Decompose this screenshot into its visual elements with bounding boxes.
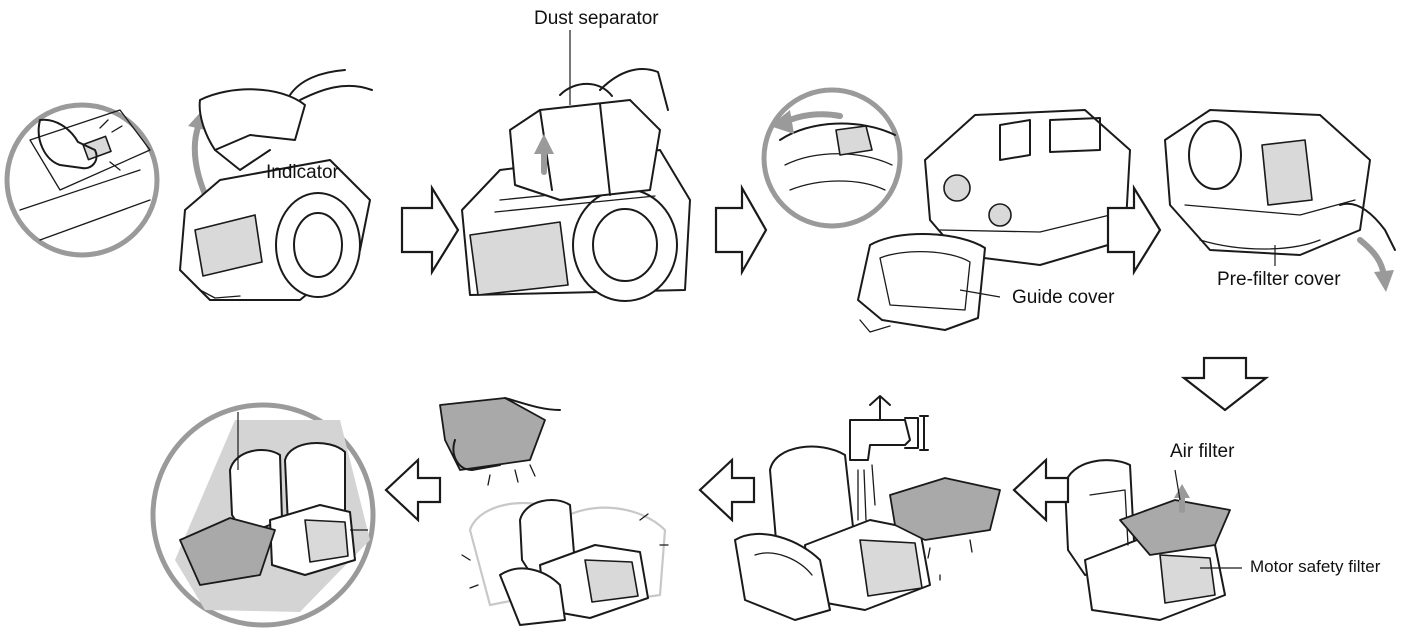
step-8-reassemble (150, 402, 376, 628)
zoom-circle-indicator (4, 102, 160, 258)
hand-holding-filter (439, 397, 561, 486)
step-2-remove-dust-separator: Dust separator (461, 8, 691, 302)
vacuum-cleaner-body-1 (179, 69, 373, 301)
shaking-unit (499, 499, 649, 626)
pre-filter-open-arrow-icon (1357, 237, 1387, 279)
faucet-icon (849, 395, 929, 461)
separator-unit-6 (734, 445, 931, 621)
step-5-remove-filters: Air filter Motor safety filter (1064, 441, 1381, 621)
flow-arrow-1-icon (400, 184, 460, 276)
step-1-open-lid: Indicator (4, 69, 373, 301)
flow-arrow-left-2-icon (698, 457, 756, 523)
separator-unit-8 (229, 442, 356, 576)
flow-arrow-2-icon (714, 183, 768, 277)
step-3-open-guide-cover: Guide cover (761, 87, 1131, 333)
guide-cover-rotate-arrow-head (770, 110, 794, 134)
hand-icon-4 (1339, 202, 1396, 251)
air-filter-part (1119, 499, 1231, 556)
label-pre-filter-cover: Pre-filter cover (1217, 269, 1341, 290)
air-filter-lift-arrow-head (1174, 484, 1190, 498)
separator-unit-5 (1064, 459, 1226, 621)
separator-lift-arrow-head (534, 134, 554, 154)
zoom-circle-guide-cover (761, 87, 903, 229)
flow-arrow-3-icon (1106, 184, 1162, 276)
label-indicator: Indicator (266, 162, 340, 183)
flow-arrow-left-1-icon (1012, 457, 1070, 523)
water-drops (927, 539, 973, 581)
motion-marks (461, 513, 669, 589)
leader-air-filter (1174, 469, 1181, 501)
label-motor-safety-filter: Motor safety filter (1250, 557, 1381, 576)
label-air-filter: Air filter (1170, 441, 1235, 462)
flow-arrow-down-icon (1180, 356, 1270, 412)
flow-arrow-left-3-icon (384, 457, 442, 523)
step-6-wash-filters (734, 395, 1001, 621)
washed-air-filter (889, 477, 1001, 541)
reinsert-filter (179, 517, 276, 586)
leader-guide-cover (959, 289, 1001, 298)
dust-separator-part (509, 68, 669, 201)
label-guide-cover: Guide cover (1012, 287, 1115, 308)
label-dust-separator: Dust separator (534, 8, 659, 29)
separator-unit-4 (1164, 109, 1371, 256)
step-4-open-pre-filter-cover: Pre-filter cover (1164, 109, 1396, 292)
pre-filter-open-arrow-head (1374, 270, 1394, 292)
step-7-shake-and-dry (439, 397, 669, 626)
water-stream (857, 464, 876, 521)
guide-cover-part (857, 233, 986, 333)
